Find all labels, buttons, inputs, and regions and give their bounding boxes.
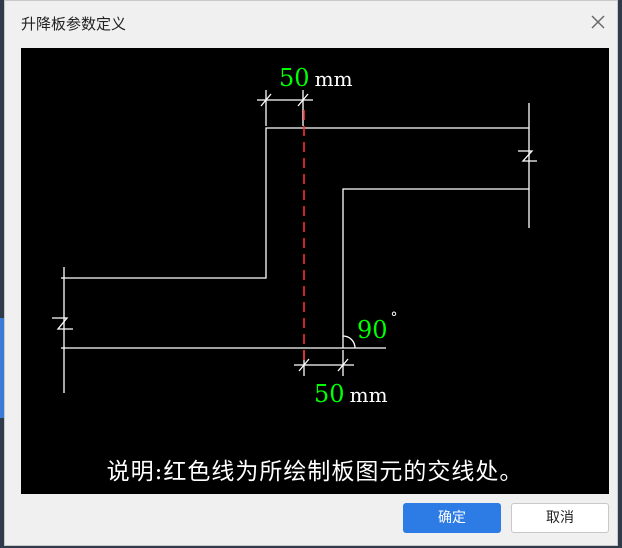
ok-button[interactable]: 确定 — [403, 503, 501, 533]
slab-section-diagram — [52, 90, 537, 393]
right-break-zigzag — [518, 150, 537, 162]
bottom-offset-label: 50 mm — [314, 380, 388, 408]
upper-slab-outline — [61, 127, 529, 279]
upper-slab-inner-outline — [342, 188, 529, 348]
diagram-canvas: 50 mm 90° 50 mm 说明:红色线为所绘制板图元的交线处。 — [21, 48, 609, 494]
angle-arc — [342, 335, 356, 349]
angle-unit: ° — [390, 310, 398, 326]
bottom-offset-unit: mm — [349, 383, 388, 407]
dialog-titlebar: 升降板参数定义 — [5, 1, 617, 45]
left-break-zigzag — [52, 317, 73, 330]
top-offset-value: 50 — [279, 64, 310, 92]
angle-value: 90 — [357, 316, 388, 344]
bottom-offset-value: 50 — [314, 380, 345, 408]
top-dim-tick-left — [260, 93, 272, 107]
cancel-button[interactable]: 取消 — [511, 503, 609, 533]
slab-parameter-dialog: 升降板参数定义 — [4, 0, 618, 546]
top-offset-label: 50 mm — [279, 64, 353, 92]
dialog-title: 升降板参数定义 — [21, 15, 127, 33]
top-offset-unit: mm — [314, 67, 353, 91]
background-window-edge — [0, 318, 4, 418]
close-icon[interactable] — [587, 11, 609, 33]
diagram-note: 说明:红色线为所绘制板图元的交线处。 — [106, 459, 524, 485]
top-dim-tick-right — [297, 93, 309, 107]
bottom-dim-tick-right — [337, 358, 349, 372]
angle-label: 90° — [357, 310, 398, 344]
bottom-dim-tick-left — [298, 358, 310, 372]
